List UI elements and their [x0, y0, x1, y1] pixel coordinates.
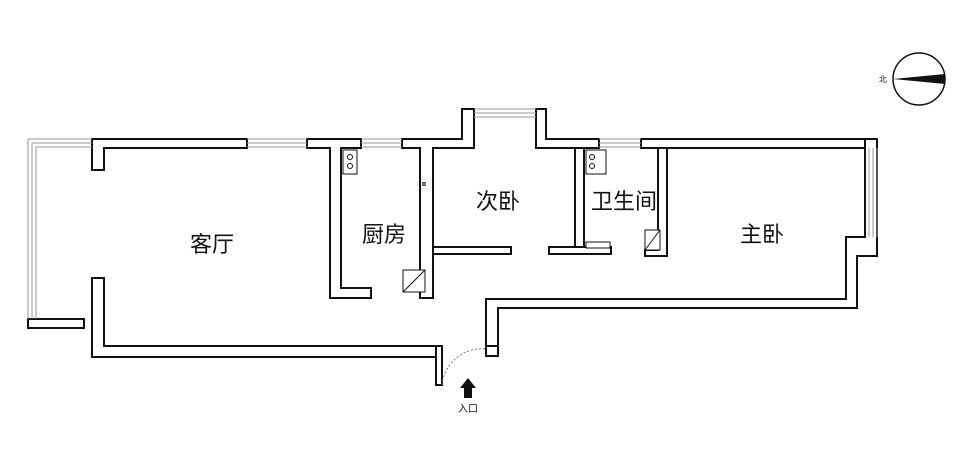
bathroom-washbasin — [585, 149, 607, 175]
room-label-living-room: 客厅 — [190, 233, 234, 258]
basin-icon — [589, 163, 595, 169]
room-label-bathroom: 卫生间 — [591, 190, 657, 215]
living-top-wall — [91, 138, 248, 171]
master-right-wall — [485, 138, 878, 356]
compass-needle-icon — [893, 74, 945, 84]
room-label-master-bedroom: 主卧 — [740, 223, 784, 248]
bathroom-window — [599, 138, 641, 148]
compass: 北 — [879, 52, 946, 106]
bathroom-door — [644, 229, 661, 251]
entrance-left-jamb — [435, 345, 443, 386]
basin-icon — [589, 154, 595, 160]
kitchen-door — [402, 269, 426, 293]
stove-burner-icon — [347, 154, 353, 160]
bathroom-top-right — [640, 138, 866, 149]
kitchen-stove — [342, 149, 358, 175]
living-top-window — [247, 138, 307, 148]
kitchen-window — [361, 138, 402, 148]
bathroom-left-wall — [574, 147, 585, 248]
second-bedroom-bottom-left — [432, 246, 512, 255]
second-bedroom-window — [474, 108, 536, 118]
entrance-door-swing — [441, 348, 487, 386]
living-balcony-window — [27, 138, 92, 319]
entrance-label: 入口 — [458, 404, 478, 415]
living-left-outer-wall — [27, 318, 85, 329]
stove-burner-icon — [347, 163, 353, 169]
entrance-arrow-icon — [460, 378, 476, 398]
windows — [27, 108, 878, 319]
fixtures — [342, 149, 661, 293]
entrance-right-jamb — [485, 345, 499, 357]
kitchen-pin — [422, 182, 426, 186]
room-label-kitchen: 厨房 — [362, 223, 406, 248]
second-bedroom-top-right-wall — [535, 108, 600, 149]
room-label-second-bedroom: 次卧 — [476, 190, 520, 215]
master-right-window — [868, 148, 878, 237]
bathroom-shelf — [585, 241, 611, 249]
compass-north-label: 北 — [879, 75, 887, 84]
kitchen-top-wall — [306, 138, 372, 299]
living-left-lower-wall — [91, 277, 441, 358]
kitchen-top-right-wall — [401, 108, 475, 299]
